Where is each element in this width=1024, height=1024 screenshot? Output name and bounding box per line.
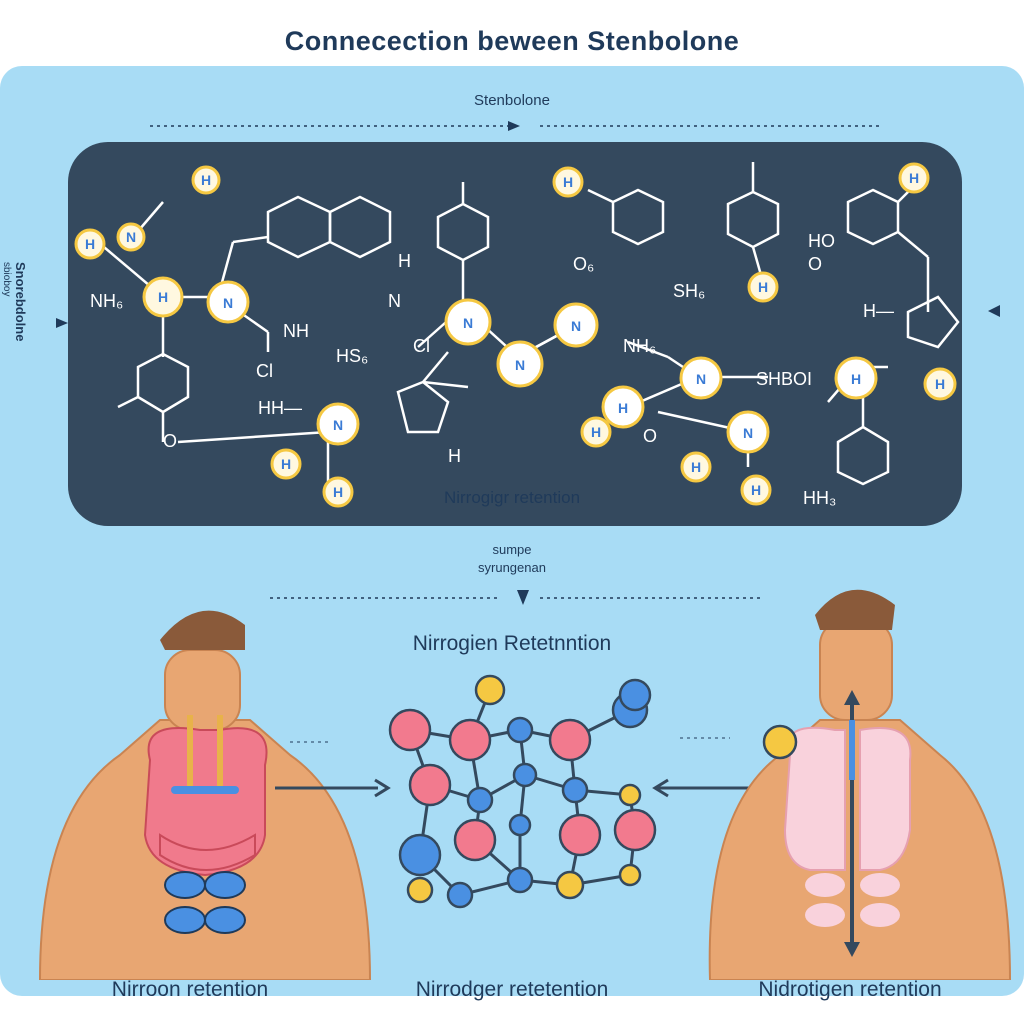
right-pointing-arrow-icon xyxy=(374,778,391,798)
illustration-layer xyxy=(38,589,1012,980)
atom-node xyxy=(601,385,645,429)
atom-node xyxy=(74,228,106,260)
svg-text:N: N xyxy=(126,229,136,245)
molecule-label: NH₆ xyxy=(623,336,656,356)
page-title: Connecection beween Stenbolone xyxy=(284,26,740,56)
svg-text:H: H xyxy=(158,289,168,305)
right-body-illustration xyxy=(708,589,1012,980)
molecule-label: H xyxy=(448,446,461,466)
kidney-icon xyxy=(164,871,206,899)
molecule-label: Cl xyxy=(413,336,430,356)
right-arrow-icon xyxy=(988,305,1000,317)
svg-text:N: N xyxy=(743,425,753,441)
lungs-icon xyxy=(143,727,268,877)
molecule-label: O xyxy=(808,254,822,274)
mid-label-top: sumpe xyxy=(492,542,532,557)
molecule-label: H— xyxy=(863,301,894,321)
atom-node xyxy=(116,222,146,252)
molecule-label: HH₃ xyxy=(803,488,836,508)
up-arrow-icon xyxy=(844,690,860,705)
side-label: Snorebdolne xyxy=(13,262,28,342)
svg-text:N: N xyxy=(515,357,525,373)
svg-text:H: H xyxy=(851,371,861,387)
molecule-label: O xyxy=(643,426,657,446)
svg-text:N: N xyxy=(571,318,581,334)
molecule-label: HS₆ xyxy=(336,346,368,366)
atom-node xyxy=(740,474,772,506)
atom-node xyxy=(680,451,712,483)
atom-node xyxy=(679,356,723,400)
molecule-label: HH— xyxy=(258,398,302,418)
molecule-label: O xyxy=(163,431,177,451)
left-arrow-icon xyxy=(56,318,68,328)
svg-text:H: H xyxy=(618,400,628,416)
atom-nodes xyxy=(74,162,957,508)
atom-node xyxy=(206,280,250,324)
top-label: Stenbolone xyxy=(474,92,550,109)
svg-text:N: N xyxy=(333,417,343,433)
svg-text:H: H xyxy=(563,174,573,190)
molecule-label: Cl xyxy=(256,361,273,381)
svg-text:H: H xyxy=(758,279,768,295)
molecule-label: HO xyxy=(808,231,835,251)
svg-text:H: H xyxy=(201,172,211,188)
caption-right: Nidrotigen retention xyxy=(758,978,942,1001)
atom-node xyxy=(552,166,584,198)
network-nodes xyxy=(388,674,657,909)
down-arrow-icon xyxy=(844,942,860,957)
kidney-icon xyxy=(204,871,246,899)
molecule-caption: Nirrogigr retention xyxy=(443,488,581,507)
svg-text:H: H xyxy=(935,376,945,392)
atom-node xyxy=(316,402,360,446)
atom-node xyxy=(923,367,957,401)
svg-text:H: H xyxy=(691,459,701,475)
molecule-label: NH xyxy=(283,321,309,341)
atom-node xyxy=(191,165,221,195)
molecule-label-group: NH₆ NH HS₆ Cl Cl HH— H N O O₆ SH₆ HO O N… xyxy=(90,231,894,508)
svg-text:H: H xyxy=(281,456,291,472)
top-arrow-icon xyxy=(508,121,520,131)
svg-text:H: H xyxy=(333,484,343,500)
molecule-label: SHBOI xyxy=(756,369,812,389)
svg-text:H: H xyxy=(909,170,919,186)
atom-node xyxy=(496,340,544,388)
atom-node xyxy=(270,448,302,480)
caption-center: Nirrodger retetention xyxy=(415,978,609,1001)
atom-node xyxy=(747,271,779,303)
molecule-label: SH₆ xyxy=(673,281,705,301)
svg-text:H: H xyxy=(751,482,761,498)
molecule-label: NH₆ xyxy=(90,291,123,311)
svg-text:H: H xyxy=(591,424,601,440)
atom-node xyxy=(142,276,184,318)
down-arrow-icon xyxy=(517,590,529,605)
molecule-panel xyxy=(68,142,962,526)
left-pointing-arrow-icon xyxy=(652,778,669,798)
svg-text:N: N xyxy=(223,295,233,311)
svg-text:H: H xyxy=(85,236,95,252)
atom-node xyxy=(898,162,930,194)
caption-left: Nirroon retention xyxy=(111,978,269,1001)
atom-node xyxy=(322,476,354,508)
molecule-label: N xyxy=(388,291,401,311)
left-body-illustration xyxy=(38,610,372,980)
kidney-icon xyxy=(204,906,246,934)
svg-text:N: N xyxy=(463,315,473,331)
atom-node xyxy=(444,298,492,346)
atom-node xyxy=(580,416,612,448)
molecule-label: H xyxy=(398,251,411,271)
molecule-label: O₆ xyxy=(573,254,594,274)
side-sublabel: sbioboy xyxy=(1,262,12,297)
atom-node xyxy=(553,302,599,348)
atom-node xyxy=(726,410,770,454)
atom-node xyxy=(834,356,878,400)
mid-label-bottom: syrungenan xyxy=(478,560,546,575)
svg-text:N: N xyxy=(696,371,706,387)
center-title: Nirrogien Retetnntion xyxy=(412,632,612,655)
kidney-icon xyxy=(164,906,206,934)
